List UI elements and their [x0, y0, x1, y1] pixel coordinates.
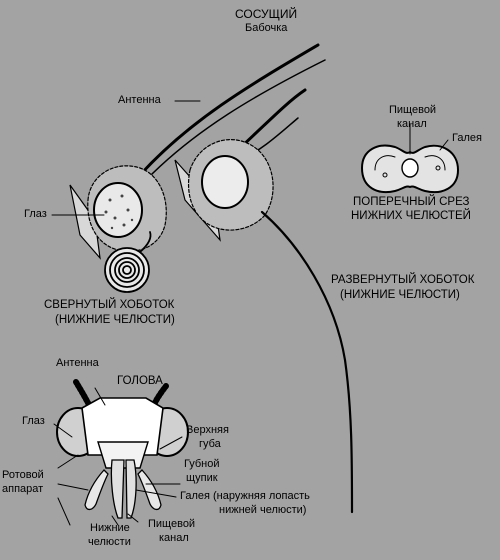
- proboscis-cross-section: [360, 144, 460, 193]
- diagram-title: СОСУЩИЙ: [235, 7, 298, 21]
- label-head-antenna: Антенна: [56, 357, 99, 369]
- palp-flap-left: [69, 184, 101, 260]
- uncoiled-proboscis: [260, 210, 354, 514]
- butterfly-head-uncoiled: [174, 88, 354, 514]
- galea-right: [125, 459, 137, 519]
- label-head-galea-1: Галея (наружняя лопасть: [180, 490, 310, 502]
- label-palp-2: щупик: [186, 472, 218, 484]
- antenna-left-a: [138, 43, 320, 177]
- label-antenna-butterfly: Антенна: [118, 94, 161, 106]
- antenna-right-a: [236, 88, 307, 152]
- caption-uncoiled-line2: (НИЖНИЕ ЧЕЛЮСТИ): [340, 289, 460, 301]
- label-mouthparts-2: аппарат: [2, 483, 44, 495]
- label-head-galea-2: нижней челюсти): [219, 504, 307, 516]
- label-labrum-1: Верхняя: [186, 424, 229, 436]
- caption-coiled-line1: СВЕРНУТЫЙ ХОБОТОК: [44, 299, 175, 311]
- coiled-proboscis: [104, 231, 152, 293]
- label-mouthparts-1: Ротовой: [2, 469, 44, 481]
- label-maxillae-2: челюсти: [88, 536, 131, 548]
- label-palp-1: Губной: [184, 458, 220, 470]
- antenna-left-b: [145, 59, 326, 181]
- diagram-subtitle: Бабочка: [245, 22, 288, 34]
- label-section-galea: Галея: [452, 132, 482, 144]
- compound-eye-right: [201, 155, 249, 209]
- caption-section-line2: НИЖНИХ ЧЕЛЮСТЕЙ: [351, 210, 471, 222]
- eye-texture-left: [104, 194, 134, 230]
- label-head-food-canal-1: Пищевой: [148, 518, 196, 530]
- head-capsule: [81, 397, 164, 456]
- labrum: [97, 441, 149, 469]
- section-inner-lines: [374, 155, 446, 171]
- label-maxillae-1: Нижние: [90, 522, 130, 534]
- label-section-food-canal-1: Пищевой: [389, 104, 437, 116]
- label-section-food-canal-2: канал: [397, 118, 427, 130]
- label-labrum-2: губа: [199, 438, 221, 450]
- section-food-canal: [401, 158, 419, 178]
- leader-lines: [51, 100, 449, 526]
- butterfly-head-coiled: [69, 43, 326, 293]
- head-front-view: [56, 379, 189, 519]
- caption-section-line1: ПОПЕРЕЧНЫЙ СРЕЗ: [353, 196, 470, 208]
- galea-left: [110, 459, 125, 519]
- head-title: ГОЛОВА: [117, 375, 163, 387]
- compound-eye-left: [93, 182, 143, 238]
- label-head-eye: Глаз: [22, 415, 45, 427]
- caption-coiled-line2: (НИЖНИЕ ЧЕЛЮСТИ): [55, 314, 175, 326]
- label-head-food-canal-2: канал: [159, 532, 189, 544]
- label-eye-butterfly: Глаз: [24, 208, 47, 220]
- caption-uncoiled-line1: РАЗВЕРНУТЫЙ ХОБОТОК: [331, 274, 475, 286]
- palp-left: [84, 469, 109, 511]
- palp-right: [137, 469, 162, 511]
